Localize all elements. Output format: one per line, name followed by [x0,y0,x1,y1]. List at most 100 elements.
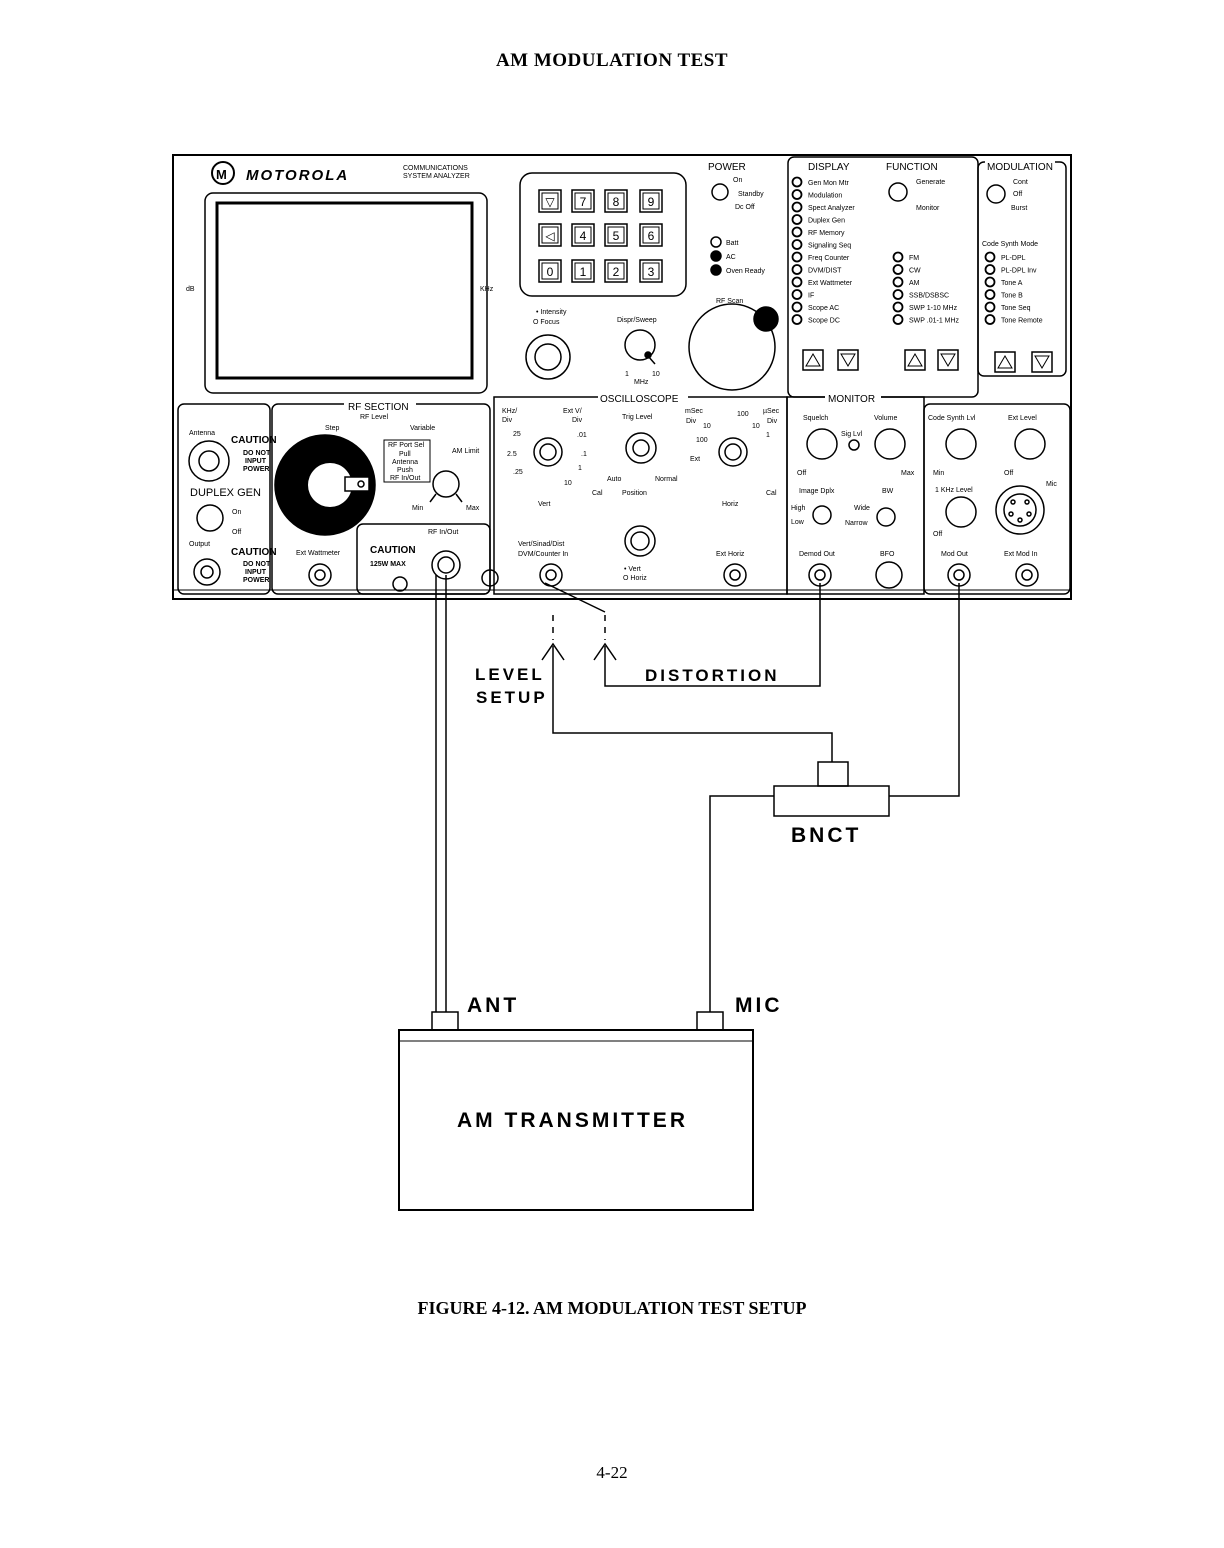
display-select-led[interactable] [791,239,803,250]
function-item-label: FM [909,255,919,262]
svg-text:Cal: Cal [766,490,777,497]
rf-inout-connector [431,550,461,580]
ext-wattmeter-connector [308,563,332,587]
motorola-logo: M [211,161,235,185]
keypad-key[interactable] [604,223,628,247]
display-select-led[interactable] [791,276,803,288]
dispr-knob [624,329,656,361]
function-select-led[interactable] [892,301,904,313]
svg-text:High: High [791,505,806,512]
mod-burst-label: Burst [1011,205,1027,212]
display-select-led[interactable] [791,214,803,225]
model-line1: COMMUNICATIONS [403,165,468,172]
function-select-led[interactable] [892,314,904,325]
ant-label: ANT [467,994,519,1017]
svg-text:BFO: BFO [880,551,895,558]
keypad-key[interactable] [639,189,663,213]
position-knob [624,525,656,557]
display-select-led[interactable] [791,289,803,300]
function-select-led[interactable] [892,251,904,263]
power-switch-icon [711,183,729,201]
code-synth-select-led[interactable] [984,301,996,313]
mic-cable [709,795,774,1012]
display-select-led[interactable] [791,301,803,313]
ac-led-icon [710,250,722,262]
antenna-input: INPUT [245,458,267,465]
oven-label: Oven Ready [726,268,765,275]
function-select-led[interactable] [892,264,904,275]
code-synth-select-led[interactable] [984,264,996,275]
svg-text:Ext Horiz: Ext Horiz [716,551,745,558]
keypad-key[interactable] [604,259,628,283]
display-down-button [837,349,859,371]
code-synth-select-led[interactable] [984,289,996,300]
svg-text:Ext Mod In: Ext Mod In [1004,551,1038,558]
keypad-key[interactable] [538,223,562,247]
code-synth-select-led[interactable] [984,251,996,263]
distortion-cable [604,583,821,687]
code-synth-select-led[interactable] [984,314,996,325]
code-synth-panel [923,403,1071,595]
function-item-label: CW [909,268,921,275]
distortion-arrow [593,642,617,661]
keypad-key[interactable] [639,259,663,283]
display-select-led[interactable] [791,176,803,188]
svg-text:10: 10 [564,480,572,487]
image-dplx-switch-icon [812,505,832,525]
setup-label: SETUP [476,688,548,707]
volume-knob [874,428,906,460]
svg-text:Vert/Sinad/Dist: Vert/Sinad/Dist [518,541,564,548]
svg-text:Mic: Mic [1046,481,1057,488]
mod-cont-label: Cont [1013,179,1028,186]
focus-label: O Focus [533,319,560,326]
svg-text:KHz/: KHz/ [502,408,517,415]
keypad-key-label: 1 [580,265,587,279]
svg-text:Demod Out: Demod Out [799,551,835,558]
oscilloscope-title: OSCILLOSCOPE [600,394,679,405]
function-select-led[interactable] [892,289,904,300]
bnct-body [773,785,890,817]
screen-khz-label: KHz [480,286,494,293]
distortion-label: DISTORTION [645,666,780,685]
display-select-led[interactable] [791,189,803,200]
keypad-key[interactable] [571,223,595,247]
crt-screen [215,201,474,380]
svg-text:Trig Level: Trig Level [622,414,653,421]
am-limit-label: AM Limit [452,448,479,455]
antenna-power: POWER [243,466,269,473]
display-select-led[interactable] [791,264,803,275]
display-select-led[interactable] [791,314,803,325]
power-standby-label: Standby [738,191,764,198]
keypad-key-label: 0 [547,265,554,279]
svg-text:RF Port Sel: RF Port Sel [388,442,425,449]
keypad-key-label: 6 [648,229,655,243]
svg-text:Ext V/: Ext V/ [563,408,582,415]
keypad-key[interactable] [571,189,595,213]
antenna-do-not: DO NOT [243,450,271,457]
display-select-led[interactable] [791,201,803,213]
keypad-key[interactable] [604,189,628,213]
mod-up-button [994,351,1016,373]
function-item-label: SWP 1-10 MHz [909,305,958,312]
keypad-key[interactable] [538,259,562,283]
display-select-led[interactable] [791,251,803,263]
keypad-key[interactable] [639,223,663,247]
keypad-key[interactable] [571,259,595,283]
rf-scan-grip [753,306,779,332]
display-item-label: Scope AC [808,305,839,312]
duplex-on-label: On [232,509,241,516]
svg-text:.25: .25 [513,469,523,476]
function-item-label: SWP .01-1 MHz [909,318,960,325]
svg-text:Off: Off [1004,470,1013,477]
svg-text:1: 1 [766,432,770,439]
code-synth-item-label: Tone Seq [1001,305,1031,312]
svg-text:Vert: Vert [538,501,551,508]
rf-max-label: Max [466,505,480,512]
svg-text:25: 25 [513,431,521,438]
power-dcoff-label: Dc Off [735,204,755,211]
function-select-led[interactable] [892,276,904,288]
svg-text:DVM/Counter In: DVM/Counter In [518,551,568,558]
keypad-key[interactable] [538,189,562,213]
code-synth-select-led[interactable] [984,276,996,288]
display-select-led[interactable] [791,226,803,238]
